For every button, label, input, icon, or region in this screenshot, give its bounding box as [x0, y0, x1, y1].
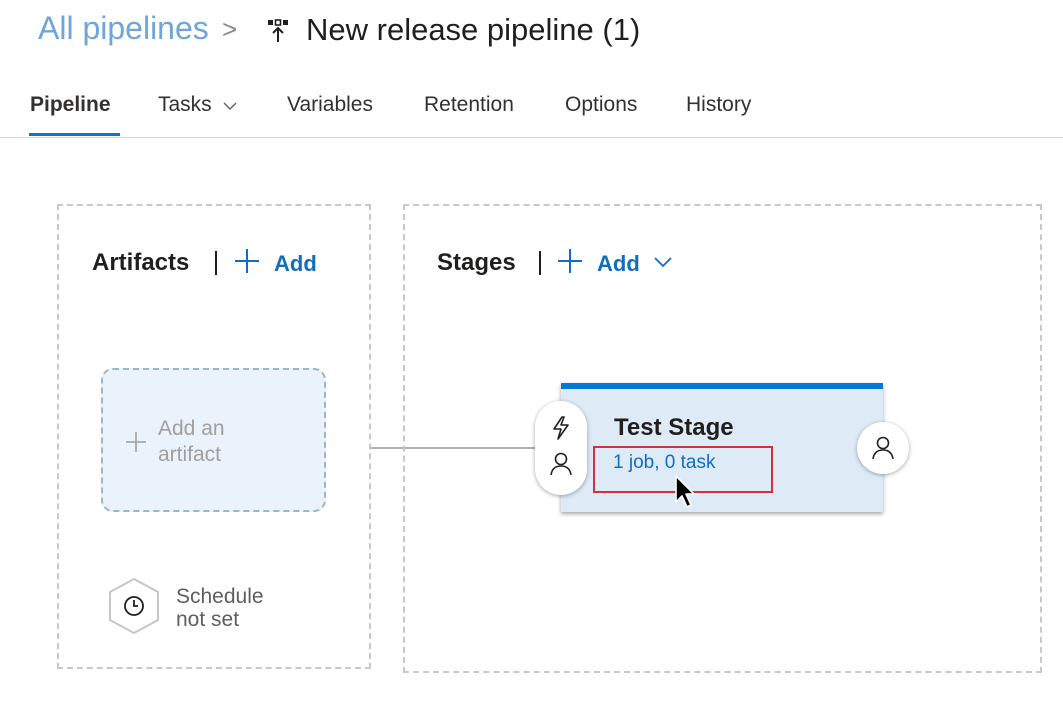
schedule-clock-icon[interactable] — [106, 576, 162, 636]
chevron-down-icon[interactable] — [653, 254, 673, 270]
stage-name[interactable]: Test Stage — [614, 414, 734, 441]
add-artifact-label: Add an artifact — [158, 416, 225, 468]
artifacts-section — [57, 204, 371, 669]
active-tab-indicator — [29, 133, 120, 136]
tabs-divider — [0, 137, 1063, 138]
post-approval-person-icon[interactable] — [871, 435, 895, 461]
tab-history[interactable]: History — [686, 93, 752, 116]
mouse-cursor-icon — [675, 475, 695, 508]
tab-retention[interactable]: Retention — [424, 93, 514, 116]
add-artifact-link[interactable]: Add — [274, 251, 317, 276]
plus-icon — [126, 432, 146, 452]
plus-icon[interactable] — [234, 248, 260, 274]
add-artifact-line2: artifact — [158, 443, 222, 466]
pre-approval-person-icon[interactable] — [549, 451, 573, 477]
stages-title: Stages — [437, 249, 516, 276]
release-pipeline-icon — [268, 19, 288, 42]
tab-tasks[interactable]: Tasks — [158, 93, 212, 116]
chevron-down-icon[interactable] — [222, 98, 238, 114]
lightning-icon[interactable] — [549, 415, 573, 441]
page-title: New release pipeline (1) — [306, 12, 641, 47]
tab-pipeline[interactable]: Pipeline — [30, 93, 111, 116]
add-artifact-card[interactable] — [101, 368, 326, 512]
stages-section — [403, 204, 1042, 673]
stages-divider — [539, 251, 541, 275]
breadcrumb-all-pipelines[interactable]: All pipelines — [38, 10, 209, 46]
schedule-line2: not set — [176, 608, 240, 631]
add-artifact-line1: Add an — [158, 417, 225, 440]
artifacts-divider — [215, 251, 217, 275]
breadcrumb-separator: > — [222, 14, 238, 44]
schedule-status[interactable]: Schedule not set — [176, 585, 264, 631]
schedule-line1: Schedule — [176, 585, 264, 608]
plus-icon[interactable] — [557, 248, 583, 274]
tab-options[interactable]: Options — [565, 93, 638, 116]
stage-job-summary-link[interactable]: 1 job, 0 task — [613, 452, 716, 473]
pre-deployment-conditions[interactable] — [535, 401, 587, 495]
artifacts-title: Artifacts — [92, 249, 190, 276]
add-stage-link[interactable]: Add — [597, 251, 640, 276]
post-deployment-conditions[interactable] — [857, 422, 909, 474]
artifact-stage-connector — [371, 447, 539, 449]
tab-variables[interactable]: Variables — [287, 93, 373, 116]
